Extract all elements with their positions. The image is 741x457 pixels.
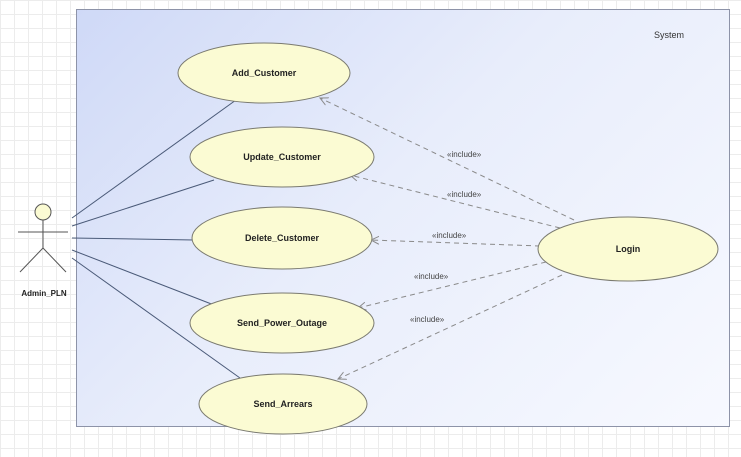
- association-delete-customer[interactable]: [71, 237, 195, 241]
- include-delete-customer[interactable]: [371, 240, 541, 247]
- include-add-customer[interactable]: [320, 98, 575, 221]
- usecase-send-arrears[interactable]: Send_Arrears: [198, 373, 368, 435]
- associations: [71, 99, 241, 379]
- include-send-power-outage[interactable]: [358, 261, 547, 308]
- actor-right-leg: [42, 247, 67, 273]
- association-send-power-outage[interactable]: [71, 249, 215, 306]
- include-label-send-power-outage: «include»: [414, 272, 449, 281]
- usecase-send-power-outage-label: Send_Power_Outage: [237, 318, 327, 328]
- actor-admin-pln[interactable]: [18, 203, 68, 273]
- usecase-update-customer[interactable]: Update_Customer: [189, 126, 375, 188]
- usecase-login[interactable]: Login: [537, 216, 719, 282]
- usecase-send-arrears-label: Send_Arrears: [253, 399, 312, 409]
- usecase-update-customer-label: Update_Customer: [243, 152, 321, 162]
- include-label-send-arrears: «include»: [410, 315, 445, 324]
- include-label-update-customer: «include»: [447, 190, 482, 199]
- usecase-delete-customer[interactable]: Delete_Customer: [191, 206, 373, 270]
- association-send-arrears[interactable]: [71, 257, 241, 379]
- usecase-delete-customer-label: Delete_Customer: [245, 233, 320, 243]
- usecase-add-customer[interactable]: Add_Customer: [177, 42, 351, 104]
- include-label-delete-customer: «include»: [432, 231, 467, 240]
- usecase-send-power-outage[interactable]: Send_Power_Outage: [189, 292, 375, 354]
- association-update-customer[interactable]: [71, 179, 215, 227]
- actor-head: [34, 203, 52, 221]
- usecase-add-customer-label: Add_Customer: [232, 68, 297, 78]
- actor-name: Admin_PLN: [21, 289, 67, 298]
- actor-left-leg: [19, 247, 44, 273]
- usecase-login-label: Login: [616, 244, 641, 254]
- include-update-customer[interactable]: [350, 175, 561, 229]
- association-add-customer[interactable]: [71, 99, 237, 219]
- system-label: System: [654, 30, 685, 40]
- include-dependencies: [320, 98, 575, 379]
- include-label-add-customer: «include»: [447, 150, 482, 159]
